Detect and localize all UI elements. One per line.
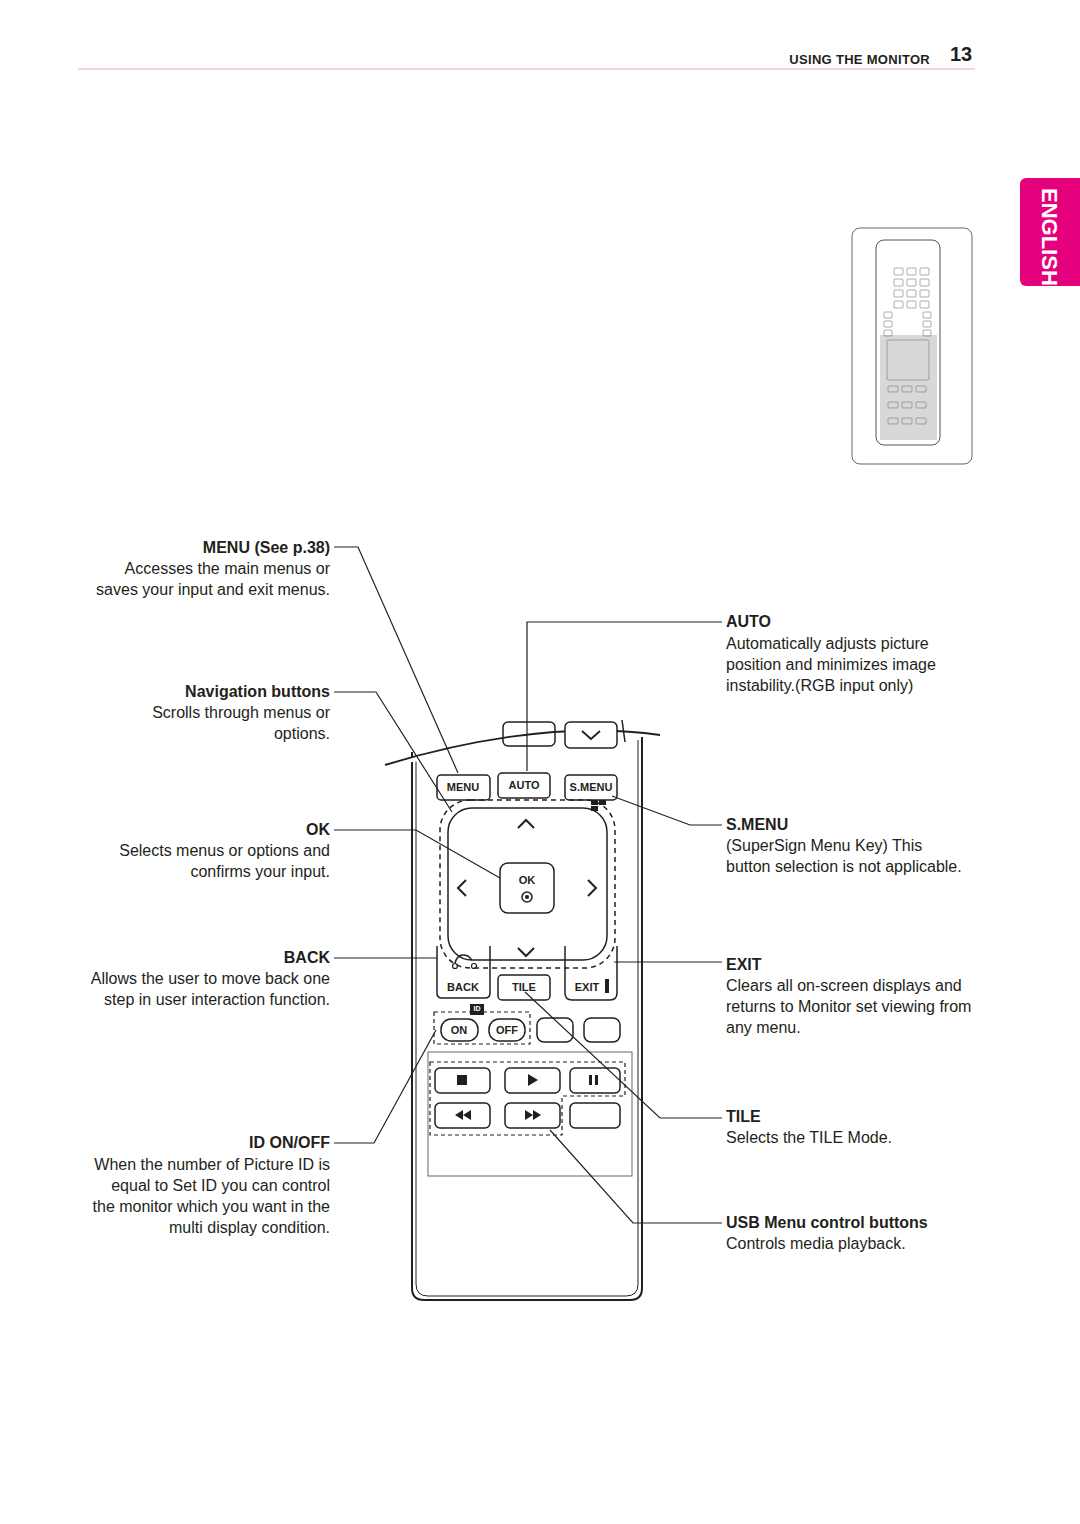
button-label: OK xyxy=(497,874,557,887)
page-number: 13 xyxy=(950,44,980,65)
button-label: TILE xyxy=(494,981,554,994)
language-tab-edge xyxy=(1060,178,1080,286)
callout-title: BACK xyxy=(80,947,330,968)
callout-title: USB Menu control buttons xyxy=(726,1212,1026,1233)
callout-text: Scrolls through menus or options. xyxy=(100,702,330,744)
callout-title: Navigation buttons xyxy=(80,681,330,702)
callout-title: MENU (See p.38) xyxy=(80,537,330,558)
button-label: BACK xyxy=(433,981,493,994)
callout-text: Allows the user to move back one step in… xyxy=(80,968,330,1010)
callout-title: AUTO xyxy=(726,611,976,632)
callout-title: OK xyxy=(80,819,330,840)
button-label: ON xyxy=(429,1024,489,1037)
button-label: AUTO xyxy=(494,779,554,792)
remote-thumbnail xyxy=(852,228,972,464)
leader-lines xyxy=(334,547,722,1223)
language-tab-text: ENGLISH xyxy=(1036,188,1062,288)
callout-text: Clears all on-screen displays and return… xyxy=(726,975,976,1038)
callout-text: Controls media playback. xyxy=(726,1233,1026,1254)
callout-text: When the number of Picture ID is equal t… xyxy=(85,1154,330,1238)
callout-text: Automatically adjusts picture position a… xyxy=(726,633,978,696)
callout-text: Selects the TILE Mode. xyxy=(726,1127,976,1148)
button-label: MENU xyxy=(433,781,493,794)
header-rule xyxy=(78,69,975,70)
callout-text: Selects menus or options and confirms yo… xyxy=(70,840,330,882)
callout-title: ID ON/OFF xyxy=(80,1132,330,1153)
running-header: USING THE MONITOR xyxy=(780,49,930,70)
button-label: ID xyxy=(467,1004,487,1013)
button-label: EXIT xyxy=(557,981,617,994)
button-label: S.MENU xyxy=(561,781,621,794)
callout-title: S.MENU xyxy=(726,814,976,835)
callout-title: EXIT xyxy=(726,954,976,975)
callout-text: (SuperSign Menu Key) This button selecti… xyxy=(726,835,966,877)
remote-body xyxy=(385,720,660,1300)
callout-text: Accesses the main menus or saves your in… xyxy=(90,558,330,600)
button-label: OFF xyxy=(477,1024,537,1037)
callout-title: TILE xyxy=(726,1106,976,1127)
